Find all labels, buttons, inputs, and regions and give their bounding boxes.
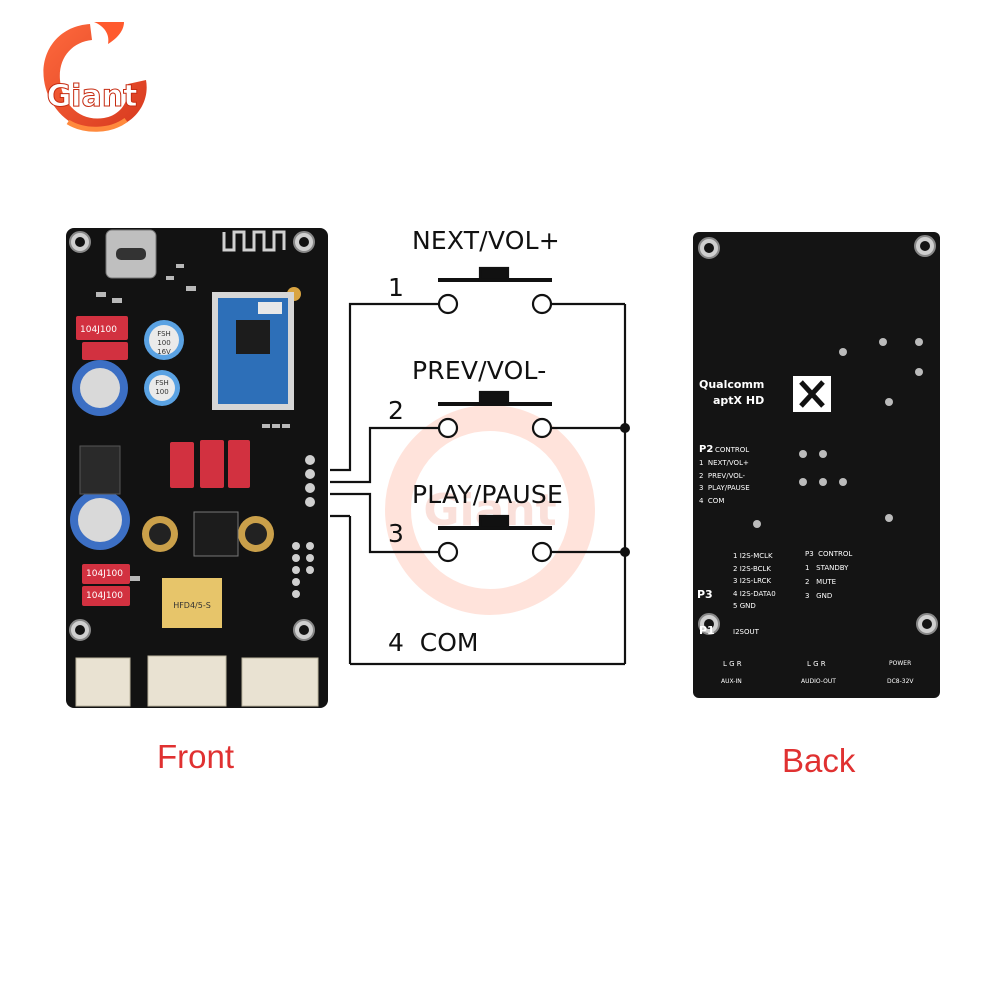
p3-title-row: P3 CONTROL <box>805 550 853 558</box>
back-brand-aptx: aptX HD <box>713 394 765 407</box>
giant-logo: Giant <box>28 16 158 146</box>
aux-in-label: AUX-IN <box>721 678 742 685</box>
p2-header: P2 <box>699 444 714 455</box>
front-board-photo: 104J100 104J100 104J100 FSH 100 16V FSH … <box>66 228 328 708</box>
p3-pin-1: 1 STANDBY <box>805 563 849 572</box>
audio-out-label: AUDIO-OUT <box>801 678 836 685</box>
switch-wiring-diagram <box>328 230 650 680</box>
p1-name: I2SOUT <box>733 628 759 636</box>
p1-label: P1 <box>699 624 715 637</box>
switch-3-label: PLAY/PAUSE <box>412 480 563 509</box>
svg-text:100: 100 <box>157 339 170 347</box>
svg-text:104J100: 104J100 <box>86 591 123 601</box>
i2s-pin-3: 3 I2S-LRCK <box>733 577 772 585</box>
switch-1-number: 1 <box>388 273 404 302</box>
switch-2-label: PREV/VOL- <box>412 356 547 385</box>
i2s-pin-2: 2 I2S-BCLK <box>733 564 771 573</box>
svg-text:104J100: 104J100 <box>86 569 123 579</box>
p3-left-label: P3 <box>697 588 713 601</box>
p2-pin-1: 1 NEXT/VOL+ <box>699 459 749 467</box>
svg-text:100: 100 <box>155 388 168 396</box>
switch-2-number: 2 <box>388 396 404 425</box>
p2-pin-4: 4 COM <box>699 496 725 505</box>
p2-pin-2: 2 PREV/VOL- <box>699 471 746 480</box>
svg-text:FSH: FSH <box>155 379 169 387</box>
i2s-pin-5: 5 GND <box>733 602 756 610</box>
p2-pin-3: 3 PLAY/PAUSE <box>699 484 750 492</box>
audio-out-pins: L G R <box>807 660 826 668</box>
svg-text:16V: 16V <box>157 348 171 356</box>
svg-text:FSH: FSH <box>157 330 171 338</box>
common-label: 4 COM <box>388 628 479 657</box>
svg-text:HFD4/5-S: HFD4/5-S <box>173 601 211 610</box>
back-caption: Back <box>782 742 856 779</box>
switch-1-label: NEXT/VOL+ <box>412 226 560 255</box>
p2-control-block: P2 CONTROL 1 NEXT/VOL+ 2 PREV/VOL- 3 PLA… <box>699 444 779 507</box>
switch-3-number: 3 <box>388 519 404 548</box>
aux-in-pins: L G R <box>723 660 742 668</box>
back-brand-qualcomm: Qualcomm <box>699 378 765 391</box>
i2s-pin-block: 1 I2S-MCLK 2 I2S-BCLK 3 I2S-LRCK 4 I2S-D… <box>733 550 803 613</box>
svg-text:104J100: 104J100 <box>80 325 117 335</box>
p3-pin-3: 3 GND <box>805 591 833 600</box>
i2s-pin-4: 4 I2S-DATA0 <box>733 589 776 598</box>
p3-pin-2: 2 MUTE <box>805 577 837 586</box>
p3-control-block: P3 CONTROL 1 STANDBY 2 MUTE 3 GND <box>805 548 875 603</box>
back-board-photo: Qualcomm aptX HD P2 CONTROL 1 NEXT/VOL+ … <box>693 232 940 698</box>
i2s-pin-1: 1 I2S-MCLK <box>733 552 773 560</box>
power-label: POWER <box>889 660 912 667</box>
power-voltage-label: DC8-32V <box>887 678 914 685</box>
front-caption: Front <box>157 738 235 775</box>
p2-title: CONTROL <box>715 446 750 454</box>
logo-text: Giant <box>47 79 138 114</box>
